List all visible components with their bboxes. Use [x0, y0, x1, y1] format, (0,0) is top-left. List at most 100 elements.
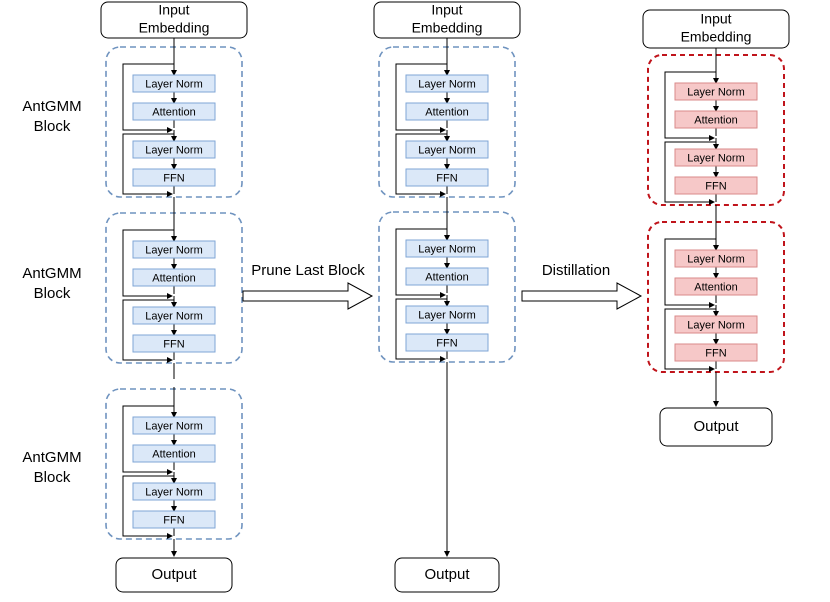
layer-label: Layer Norm — [145, 420, 202, 432]
layer-rect — [132, 140, 216, 159]
layer-rect — [674, 343, 758, 362]
layer-rect — [132, 416, 216, 435]
layer-rect — [132, 306, 216, 325]
layer-box: FFN — [132, 334, 216, 353]
layer-box: FFN — [132, 510, 216, 529]
layer-rect — [405, 74, 489, 93]
block-label-line: AntGMM — [22, 449, 81, 466]
layer-box: Attention — [132, 444, 216, 463]
block-label-line: Block — [34, 285, 71, 302]
residual-connection — [395, 63, 447, 133]
output: Output — [659, 407, 773, 447]
layer-label: FFN — [436, 172, 457, 184]
layer-label: FFN — [163, 338, 184, 350]
layer-rect — [674, 176, 758, 195]
input-embedding-label: Input — [158, 2, 189, 18]
layer-rect — [132, 444, 216, 463]
layer-box: Layer Norm — [132, 240, 216, 259]
layer-rect — [405, 267, 489, 286]
output: Output — [394, 557, 500, 593]
layer-box: Layer Norm — [132, 306, 216, 325]
residual-connection — [664, 141, 716, 205]
layer-box: Attention — [405, 102, 489, 121]
output-box — [394, 557, 500, 593]
layer-label: FFN — [163, 514, 184, 526]
layer-rect — [405, 102, 489, 121]
block-label: AntGMM Block — [22, 265, 81, 302]
layer-box: Layer Norm — [674, 148, 758, 167]
layer-rect — [132, 268, 216, 287]
block-label-line: Block — [34, 118, 71, 135]
layer-label: FFN — [705, 180, 726, 192]
layer-rect — [674, 277, 758, 296]
distillation-label: Distillation — [542, 262, 610, 279]
residual-connection — [122, 133, 174, 197]
input-embedding-label: Embedding — [681, 29, 752, 45]
output-label: Output — [693, 418, 739, 435]
layer-label: FFN — [436, 337, 457, 349]
layer-box: FFN — [405, 333, 489, 352]
layer-rect — [132, 168, 216, 187]
layer-label: Attention — [152, 106, 195, 118]
layer-box: Layer Norm — [674, 315, 758, 334]
layer-box: Attention — [674, 110, 758, 129]
block-label: AntGMM Block — [22, 98, 81, 135]
layer-rect — [405, 333, 489, 352]
layer-box: Attention — [674, 277, 758, 296]
layer-label: Layer Norm — [418, 243, 475, 255]
layer-rect — [674, 82, 758, 101]
layer-rect — [405, 305, 489, 324]
block-label-line: AntGMM — [22, 265, 81, 282]
prune-arrow — [242, 282, 374, 310]
residual-connection — [664, 238, 716, 308]
layer-label: FFN — [163, 172, 184, 184]
layer-label: Attention — [694, 281, 737, 293]
layer-box: Layer Norm — [405, 74, 489, 93]
residual-connection — [122, 405, 174, 475]
residual-connection — [395, 133, 447, 197]
layer-box: Layer Norm — [674, 249, 758, 268]
layer-rect — [132, 240, 216, 259]
input-embedding-label: Input — [700, 11, 731, 27]
block-label-line: AntGMM — [22, 98, 81, 115]
layer-box: Layer Norm — [132, 140, 216, 159]
layer-label: Attention — [694, 114, 737, 126]
output-label: Output — [424, 566, 470, 583]
residual-connection — [395, 298, 447, 362]
layer-label: Attention — [152, 448, 195, 460]
layer-box: Layer Norm — [405, 140, 489, 159]
residual-connection — [395, 228, 447, 298]
layer-label: Layer Norm — [418, 309, 475, 321]
distillation-arrow — [521, 282, 643, 310]
layer-box: FFN — [674, 176, 758, 195]
layer-label: Layer Norm — [418, 144, 475, 156]
layer-label: Attention — [152, 272, 195, 284]
layer-rect — [132, 482, 216, 501]
layer-box: Layer Norm — [405, 239, 489, 258]
layer-label: Layer Norm — [145, 310, 202, 322]
layer-rect — [674, 249, 758, 268]
layer-box: Layer Norm — [674, 82, 758, 101]
layer-box: Layer Norm — [132, 416, 216, 435]
layer-rect — [405, 239, 489, 258]
layer-box: Attention — [132, 102, 216, 121]
residual-connection — [122, 475, 174, 539]
layer-label: Layer Norm — [145, 78, 202, 90]
layer-box: FFN — [405, 168, 489, 187]
layer-label: Layer Norm — [687, 319, 744, 331]
layer-rect — [132, 334, 216, 353]
layer-label: Attention — [425, 271, 468, 283]
layer-label: Layer Norm — [687, 253, 744, 265]
layer-label: Layer Norm — [687, 86, 744, 98]
output-box — [659, 407, 773, 447]
layer-rect — [132, 510, 216, 529]
layer-rect — [405, 168, 489, 187]
layer-label: Attention — [425, 106, 468, 118]
layer-rect — [132, 74, 216, 93]
output-label: Output — [151, 566, 197, 583]
